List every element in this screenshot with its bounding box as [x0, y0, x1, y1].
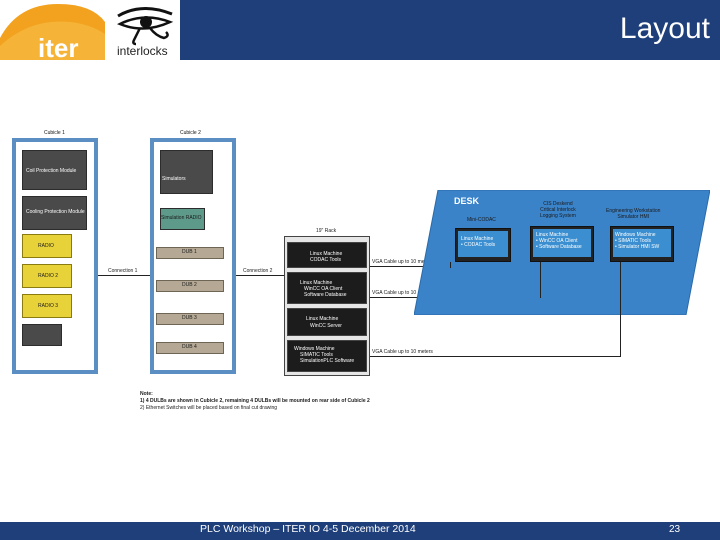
- monitor-screen-line: Linux Machine: [461, 236, 494, 242]
- note-line: 2) Ethernet Switches will be placed base…: [140, 405, 278, 411]
- cubicle1-module-label: Cooling Protection Module: [26, 209, 85, 215]
- monitor-screen: [458, 231, 508, 257]
- iter-logo: iter: [0, 4, 105, 60]
- footer-text: PLC Workshop – ITER IO 4-5 December 2014: [200, 523, 416, 535]
- iter-logo-text: iter: [38, 33, 78, 60]
- connection1-label: Connection 1: [108, 268, 138, 274]
- rack-unit-item: WinCC Server: [310, 323, 342, 329]
- rack-unit-item: Software Database: [304, 292, 347, 298]
- cubicle2-module-label: Simulation RADIO: [161, 215, 202, 221]
- rack-unit: [287, 272, 367, 304]
- dulb-label: DUB 3: [182, 315, 197, 321]
- vga-cable-line: [370, 356, 620, 357]
- cubicle1-module-label: RADIO: [38, 243, 54, 249]
- connection2-label: Connection 2: [243, 268, 273, 274]
- cubicle1-radio-module: [22, 234, 72, 258]
- monitor-cable: [620, 262, 621, 357]
- cubicle1-module-label: RADIO 2: [38, 273, 59, 279]
- cubicle2-module: [160, 208, 205, 230]
- connection1-line: [98, 275, 150, 276]
- vga-cable-label: VGA Cable up to 10 meters: [372, 349, 433, 355]
- monitor-cable: [450, 262, 451, 268]
- cubicle2-module: [160, 150, 213, 194]
- monitor-screen: [533, 229, 591, 257]
- desk-station-title: Mini-CODAC: [467, 217, 496, 223]
- note-title: Note:: [140, 391, 153, 397]
- note-line: 1) 4 DULBs are shown in Cubicle 2, remai…: [140, 398, 370, 404]
- rack-unit: [287, 242, 367, 268]
- interlocks-logo-text: interlocks: [117, 44, 168, 58]
- dulb-label: DUB 1: [182, 249, 197, 255]
- dulb-unit: [156, 342, 224, 354]
- cubicle1-module: [22, 324, 62, 346]
- rack-unit: [287, 308, 367, 336]
- cubicle1-module: [22, 196, 87, 230]
- dulb-unit: [156, 313, 224, 325]
- monitor-screen-line: Linux Machine: [536, 232, 569, 238]
- monitor-screen-line: • SIMATIC Tools: [615, 238, 652, 244]
- cubicle1-module: [22, 150, 87, 190]
- dulb-unit: [156, 280, 224, 292]
- rack-unit-item: SimulationPLC Software: [300, 358, 355, 364]
- monitor-screen-line: • Software Database: [536, 244, 582, 250]
- cubicle2-label: Cubicle 2: [180, 130, 201, 136]
- rack-unit-title: Linux Machine: [300, 280, 333, 286]
- interlocks-eye-icon: [116, 7, 174, 46]
- vga-cable-label: VGA Cable up to 10 meters: [372, 290, 433, 296]
- dulb-label: DUB 4: [182, 344, 197, 350]
- rack-unit-title: Windows Machine: [294, 346, 335, 352]
- monitor-screen-line: Windows Machine: [615, 232, 656, 238]
- cubicle1-label: Cubicle 1: [44, 130, 65, 136]
- vga-cable-label: VGA Cable up to 10 meters: [372, 259, 433, 265]
- rack-unit-title: Linux Machine: [306, 316, 339, 322]
- slide-title: Layout: [619, 12, 710, 45]
- monitor-screen-line: • Simulator HMI SW: [615, 244, 660, 250]
- dulb-label: DUB 2: [182, 282, 197, 288]
- dulb-unit: [156, 247, 224, 259]
- monitor-screen-line: • WinCC OA Client: [536, 238, 578, 244]
- cubicle1-module-label: RADIO 3: [38, 303, 59, 309]
- cubicle1-module-label: Coil Protection Module: [26, 168, 77, 174]
- cubicle1-radio-module: [22, 294, 72, 318]
- desk-station-title: Engineering Workstation Simulator HMI: [606, 208, 661, 220]
- header-band: [180, 0, 720, 60]
- rack-unit: [287, 340, 367, 372]
- connection2-line: [236, 275, 284, 276]
- rack-unit-item: SIMATIC Tools: [300, 352, 333, 358]
- footer-band: [0, 522, 720, 540]
- rack-unit-item: WinCC OA Client: [304, 286, 343, 292]
- rack-label: 19" Rack: [316, 228, 337, 234]
- page-number: 23: [669, 524, 681, 535]
- vga-cable-line: [370, 266, 450, 267]
- rack-unit-title: Linux Machine: [310, 251, 343, 257]
- rack-unit-item: CODAC Tools: [310, 257, 342, 263]
- monitor-cable: [540, 262, 541, 298]
- cubicle2-module-label: Simulators: [162, 176, 186, 182]
- monitor-screen-line: • CODAC Tools: [461, 242, 496, 248]
- desk-label: DESK: [454, 196, 480, 206]
- desk-station-title: CIS Deskend Critical Interlock Logging S…: [540, 201, 576, 219]
- monitor-screen: [613, 229, 671, 257]
- cubicle1-radio-module: [22, 264, 72, 288]
